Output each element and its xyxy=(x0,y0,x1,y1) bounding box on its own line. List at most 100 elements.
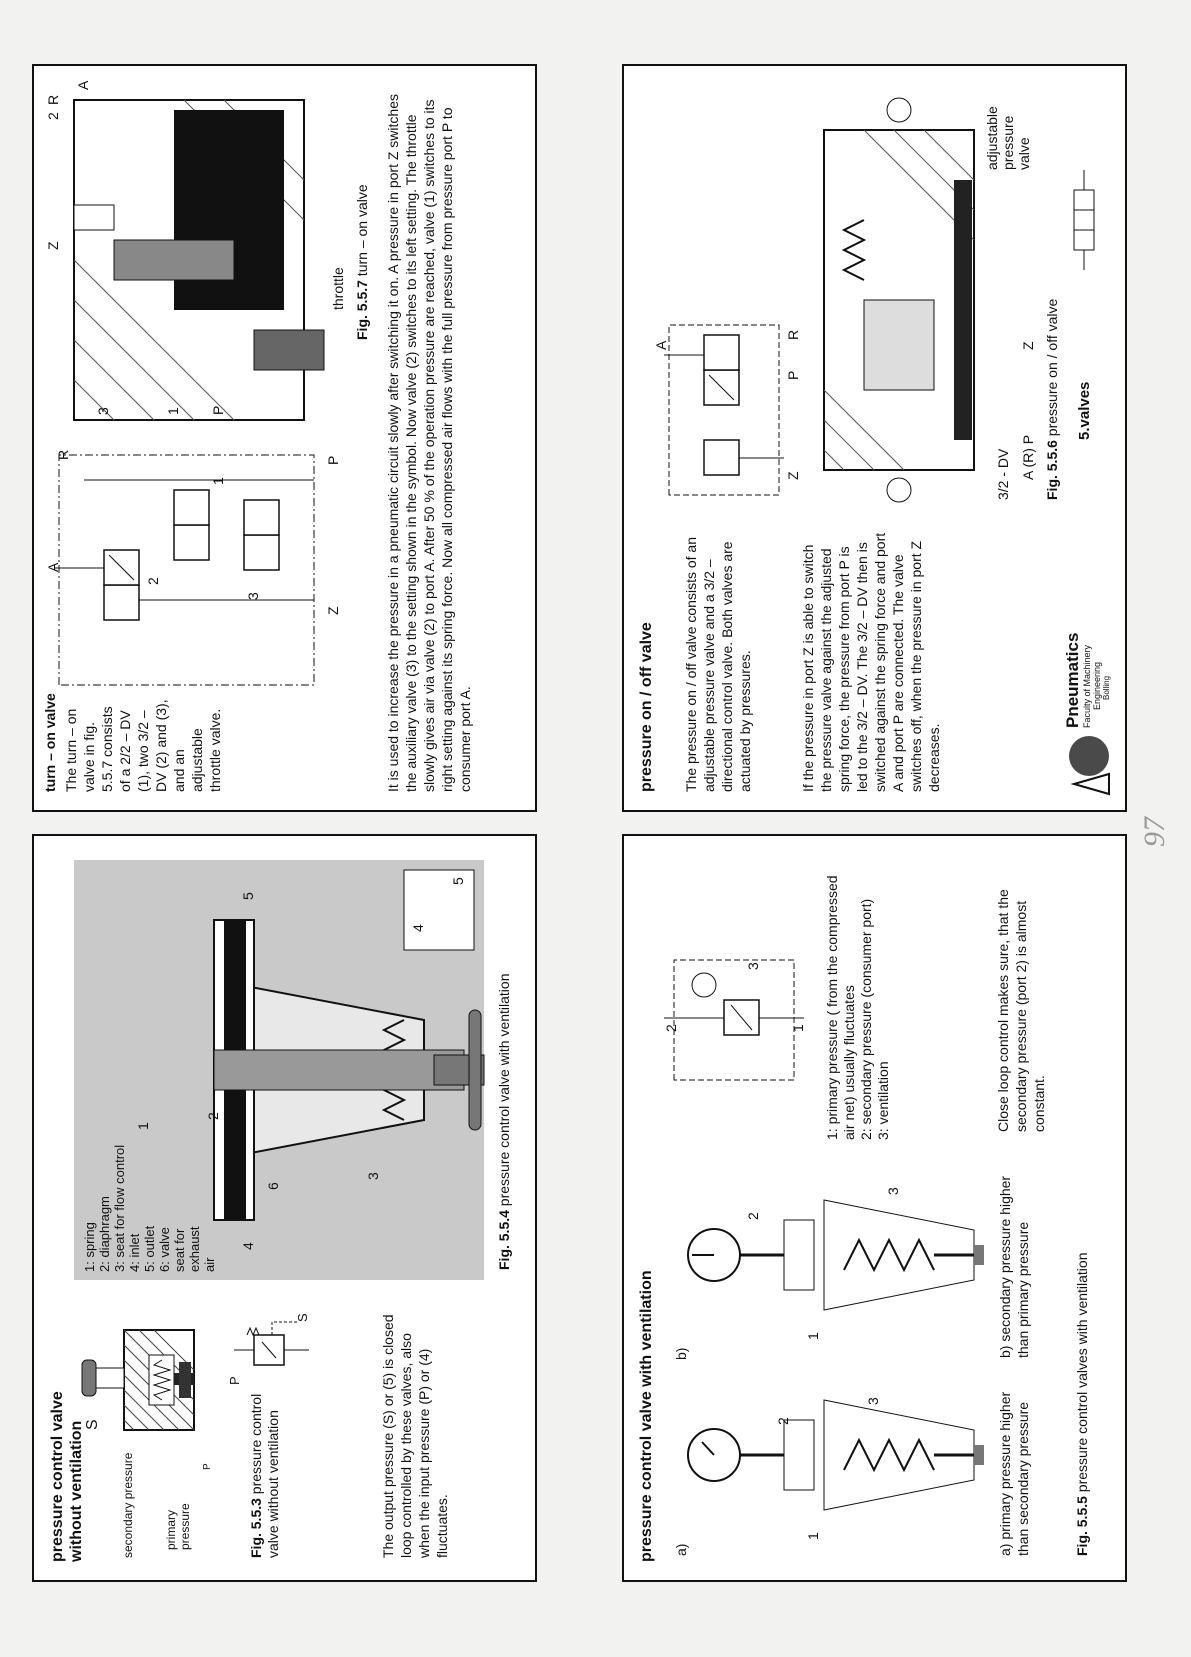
section-2: 2 xyxy=(45,112,61,120)
legend-item: 2: diaphragm xyxy=(97,1196,112,1272)
num-1a: 1 xyxy=(805,1532,821,1540)
label-p: P xyxy=(202,1463,213,1470)
symbol-p: P xyxy=(785,370,801,380)
logo-sub-3: Bolling xyxy=(1102,675,1111,700)
fig-553-caption: Fig. 5.5.3 pressure control valve withou… xyxy=(248,1378,282,1558)
slide-title: pressure on / off valve xyxy=(638,622,655,792)
photo-number: 2 xyxy=(205,1112,221,1120)
ports-bottom: A (R) P xyxy=(1020,434,1036,480)
legend-item: 1: primary pressure ( from the compresse… xyxy=(824,875,857,1140)
photo-number: 4 xyxy=(240,1242,256,1250)
symbol-3: 3 xyxy=(745,962,761,970)
fig-556-symbol xyxy=(664,324,784,496)
section-throttle: throttle xyxy=(330,267,346,310)
label-secondary-pressure: secondary pressure xyxy=(121,1452,135,1558)
fig-555-number: Fig. 5.5.5 xyxy=(1074,1496,1090,1556)
symbol-p: P xyxy=(227,1376,242,1385)
symbol-3: 3 xyxy=(245,592,261,600)
fig-556-section xyxy=(823,97,975,503)
chapter-label: 5.valves xyxy=(1076,381,1093,440)
fig-554-text: pressure control valve with ventilation xyxy=(496,973,512,1207)
logo-sub-2: Engineering xyxy=(1092,661,1102,710)
fig-556-text: pressure on / off valve xyxy=(1044,298,1060,437)
fig-557-caption: Fig. 5.5.7 turn – on valve xyxy=(354,184,370,340)
footer-valve-icon xyxy=(1073,170,1095,270)
fig-556-number: Fig. 5.5.6 xyxy=(1044,440,1060,500)
fig-555-caption: Fig. 5.5.5 pressure control valves with … xyxy=(1074,1253,1090,1556)
num-2a: 2 xyxy=(775,1417,791,1425)
caption-b: b) secondary pressure higher than primar… xyxy=(997,1175,1031,1358)
fig-553-number: Fig. 5.5.3 xyxy=(248,1498,264,1558)
slide4-paragraph: The turn – on valve in fig. 5.5.7 consis… xyxy=(63,699,223,792)
photo-number: 6 xyxy=(265,1182,281,1190)
slide-pressure-control-with-ventilation: pressure control valve with ventilation … xyxy=(622,834,1127,1582)
num-1b: 1 xyxy=(805,1332,821,1340)
legend-item: 2: secondary pressure (consumer port) xyxy=(858,898,874,1140)
legend-item: 3: seat for flow control xyxy=(112,1144,127,1272)
fig-557-number: Fig. 5.5.7 xyxy=(354,280,370,340)
slide-title: pressure control valve without ventilati… xyxy=(49,1391,85,1562)
fig-557-section xyxy=(73,99,325,421)
legend-item: 4: inlet xyxy=(127,1233,142,1272)
photo-number: 1 xyxy=(135,1122,151,1130)
slide3-paragraph-2: If the pressure in port Z is able to swi… xyxy=(800,532,942,792)
section-r: R xyxy=(45,94,61,105)
symbol-a: A xyxy=(653,340,669,350)
photo-symbol-5: 5 xyxy=(450,877,466,885)
section-p: P xyxy=(210,405,226,415)
symbol-z: Z xyxy=(325,606,341,615)
fig-556-caption: Fig. 5.5.6 pressure on / off valve xyxy=(1044,299,1060,500)
symbol-r: R xyxy=(55,449,71,460)
photo-number: 5 xyxy=(240,892,256,900)
logo-sub-1: Faculty of Machinery xyxy=(1082,644,1092,728)
label-s: S xyxy=(84,1419,101,1430)
symbol-2: 2 xyxy=(663,1024,679,1032)
label-adjustable-pressure-valve: adjustable pressure valve xyxy=(984,106,1032,170)
slide1-paragraph: The output pressure (S) or (5) is closed… xyxy=(380,1314,450,1558)
fig-557-text: turn – on valve xyxy=(354,184,370,277)
fig-557-symbol xyxy=(54,454,315,686)
section-3: 3 xyxy=(95,407,111,415)
page-number: 97 xyxy=(1138,817,1171,847)
fig-554-drawing xyxy=(213,869,485,1221)
slide3-paragraph-1: The pressure on / off valve consists of … xyxy=(683,537,753,792)
symbol-r: R xyxy=(785,329,801,340)
slide-pressure-control-without-ventilation: pressure control valve without ventilati… xyxy=(32,834,537,1582)
section-z: Z xyxy=(45,241,61,250)
symbol-a: A xyxy=(45,562,61,572)
fig-555-text: pressure control valves with ventilation xyxy=(1074,1252,1090,1493)
closed-loop-text: Close loop control makes sure, that the … xyxy=(995,889,1047,1132)
fig-554-caption: Fig. 5.5.4 pressure control valve with v… xyxy=(496,974,512,1270)
photo-number: 3 xyxy=(365,1172,381,1180)
logo-icon xyxy=(1069,736,1110,796)
port-z: Z xyxy=(1020,341,1036,350)
fig-554-legend: 1: spring 2: diaphragm 3: seat for flow … xyxy=(82,1145,217,1272)
label-primary-pressure: primary pressure xyxy=(164,1503,192,1550)
fig-555-symbol xyxy=(664,959,804,1081)
legend-item: 5: outlet xyxy=(142,1225,157,1272)
caption-a: a) primary pressure higher than secondar… xyxy=(997,1391,1031,1556)
label-32-dv: 3/2 - DV xyxy=(995,448,1011,500)
fig-554-number: Fig. 5.5.4 xyxy=(496,1210,512,1270)
slide-title: turn – on valve xyxy=(42,693,58,792)
fig-553-drawing xyxy=(81,1329,195,1431)
symbol-1: 1 xyxy=(790,1024,806,1032)
legend-item: 1: spring xyxy=(82,1222,97,1272)
legend-item: 3: ventilation xyxy=(875,1061,891,1140)
symbol-s: S xyxy=(295,1313,310,1322)
fig-555-legend: 1: primary pressure ( from the compresse… xyxy=(824,860,892,1140)
slide-turn-on-valve: turn – on valve The turn – on valve in f… xyxy=(32,64,537,812)
legend-item: 6: valve seat for exhaust air xyxy=(157,1226,217,1272)
slide-title: pressure control valve with ventilation xyxy=(638,1270,655,1562)
photo-symbol-4: 4 xyxy=(410,924,426,932)
section-a: A xyxy=(75,80,91,90)
fig-554-photo: 1: spring 2: diaphragm 3: seat for flow … xyxy=(74,860,485,1280)
section-1: 1 xyxy=(165,407,181,415)
slide-pressure-on-off-valve: pressure on / off valve The pressure on … xyxy=(622,64,1127,812)
logo-title: Pneumatics xyxy=(1063,632,1082,728)
symbol-1: 1 xyxy=(210,477,226,485)
fig-555b-drawing xyxy=(687,1199,984,1311)
symbol-z: Z xyxy=(785,471,801,480)
slide4-paragraph-2: It is used to increase the pressure in a… xyxy=(385,94,473,792)
symbol-2: 2 xyxy=(145,577,161,585)
